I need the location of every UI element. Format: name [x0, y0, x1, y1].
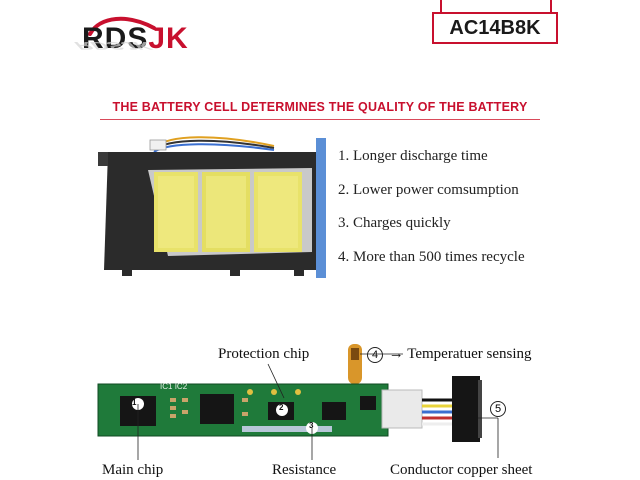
temperature-sensing-label: 4 → Temperatuer sensing	[367, 346, 532, 363]
arrow-right-icon: →	[388, 346, 404, 362]
logo-reflection: RDSJK	[70, 39, 157, 53]
model-box-line-right	[550, 0, 552, 12]
battery-image	[98, 136, 326, 278]
protection-chip-label: Protection chip	[218, 346, 310, 362]
logo-text: RDSJK	[82, 22, 189, 55]
model-label: AC14B8K	[432, 12, 558, 44]
feature-item: 2. Lower power comsumption	[338, 181, 519, 198]
resistance-label: Resistance	[272, 462, 337, 478]
section-heading: THE BATTERY CELL DETERMINES THE QUALITY …	[112, 100, 528, 114]
conductor-copper-label: Conductor copper sheet	[390, 462, 533, 478]
feature-item: 1. Longer discharge time	[338, 148, 488, 164]
feature-item: 3. Charges quickly	[338, 215, 451, 231]
board-marker-2: 2	[279, 403, 284, 412]
heading-divider	[100, 119, 540, 120]
board-marker-3: 3	[309, 421, 314, 430]
board-marker-1: 1	[132, 398, 137, 407]
pcm-board-image	[97, 344, 482, 442]
main-chip-label: Main chip	[102, 462, 164, 478]
callout-number: 4	[367, 346, 383, 363]
feature-list: 1. Longer discharge time 2. Lower power …	[338, 146, 525, 280]
conductor-callout-number: 5	[490, 400, 508, 418]
silk-ic-labels: IC1 IC2	[160, 382, 188, 391]
brand-logo: RDSJK RDSJK	[70, 14, 228, 70]
feature-item: 4. More than 500 times recycle	[338, 248, 525, 265]
logo-swoosh-icon	[88, 16, 156, 36]
model-box-line-left	[440, 0, 442, 12]
